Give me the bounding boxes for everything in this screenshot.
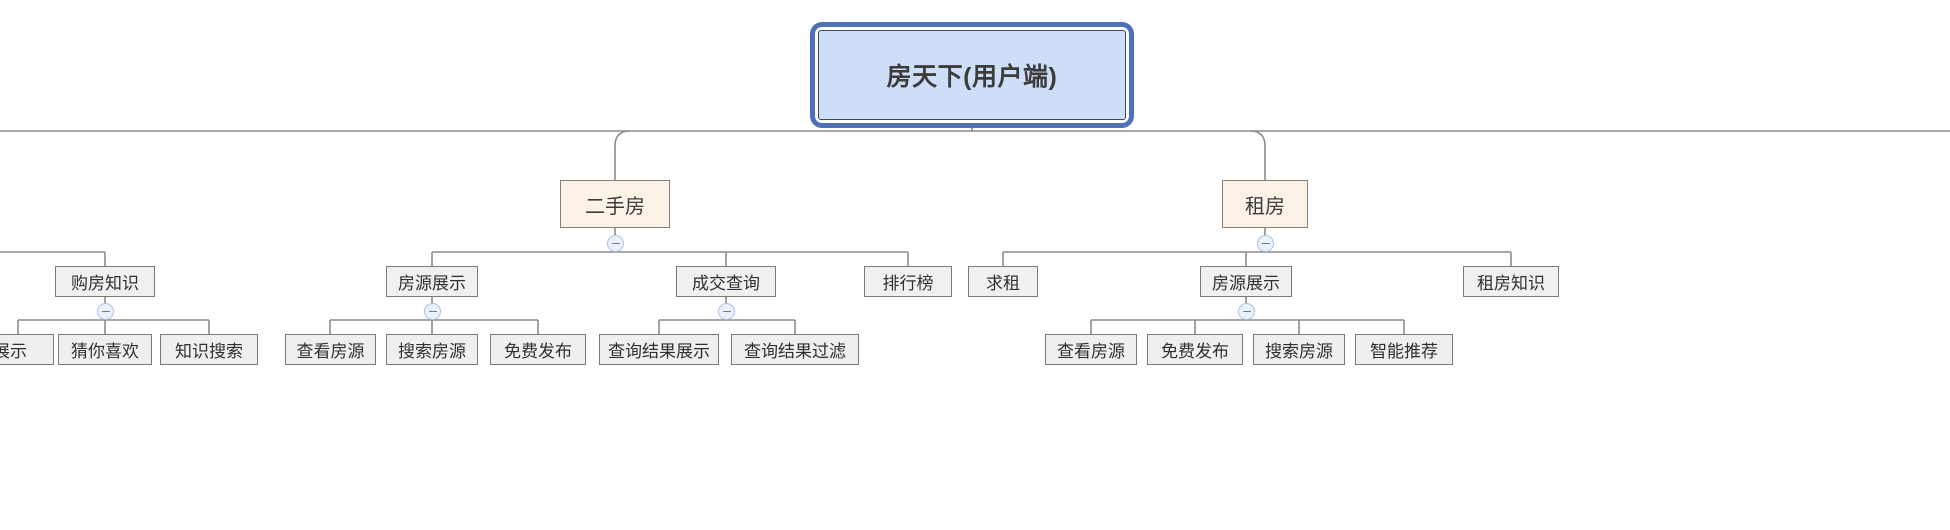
node-fangyuanzhanshi-rent[interactable]: 房源展示 [1200, 266, 1292, 297]
leaf-chaxunjieguoguolv[interactable]: 查询结果过滤 [731, 334, 859, 365]
leaf-sousuofangyuan-rent[interactable]: 搜索房源 [1253, 334, 1345, 365]
node-qiuzu[interactable]: 求租 [968, 266, 1038, 297]
toggle-fangyuanzhanshi-rent[interactable] [1238, 303, 1255, 320]
node-ershoufang[interactable]: 二手房 [560, 180, 670, 228]
leaf-chakanfangyuan-sale[interactable]: 查看房源 [285, 334, 376, 365]
leaf-chakanfangyuan-rent[interactable]: 查看房源 [1045, 334, 1137, 365]
node-zufang[interactable]: 租房 [1222, 180, 1308, 228]
node-chengjiaochaxun[interactable]: 成交查询 [676, 266, 776, 297]
minus-circle-icon [1242, 310, 1251, 313]
minus-circle-icon [1261, 242, 1270, 245]
leaf-mianfeifabu-rent[interactable]: 免费发布 [1147, 334, 1243, 365]
leaf-zhishisousuo[interactable]: 知识搜索 [160, 334, 258, 365]
toggle-chengjiaochaxun[interactable] [718, 303, 735, 320]
node-paihangbang[interactable]: 排行榜 [864, 266, 952, 297]
leaf-zhinengtuijian[interactable]: 智能推荐 [1355, 334, 1453, 365]
node-zufangzhishi[interactable]: 租房知识 [1463, 266, 1559, 297]
root-node-fangtianxia[interactable]: 房天下(用户端) [818, 30, 1126, 120]
node-goufangzhishi[interactable]: 购房知识 [55, 266, 155, 297]
node-fangyuanzhanshi-sale[interactable]: 房源展示 [386, 266, 478, 297]
minus-circle-icon [722, 310, 731, 313]
minus-circle-icon [101, 310, 110, 313]
toggle-goufangzhishi[interactable] [97, 303, 114, 320]
toggle-ershoufang[interactable] [607, 235, 624, 252]
leaf-chaxunjieguozhanshi[interactable]: 查询结果展示 [599, 334, 719, 365]
leaf-zhanshi-clipped[interactable]: 展示 [0, 334, 54, 365]
leaf-sousuofangyuan-sale[interactable]: 搜索房源 [386, 334, 478, 365]
minus-circle-icon [611, 242, 620, 245]
minus-circle-icon [428, 310, 437, 313]
leaf-mianfeifabu-sale[interactable]: 免费发布 [490, 334, 586, 365]
toggle-zufang[interactable] [1257, 235, 1274, 252]
root-node-ring [810, 22, 1134, 128]
leaf-cainixihuan[interactable]: 猜你喜欢 [58, 334, 152, 365]
toggle-fangyuanzhanshi-sale[interactable] [424, 303, 441, 320]
